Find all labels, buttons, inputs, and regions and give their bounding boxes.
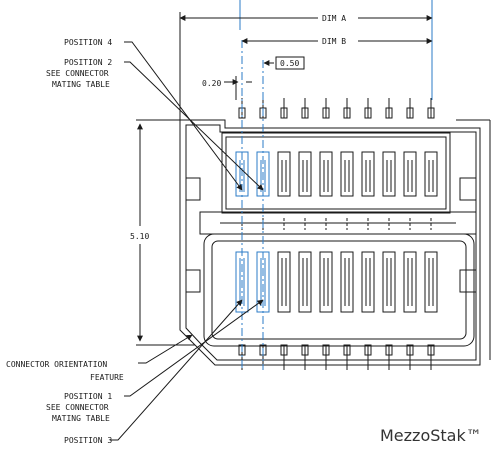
top-pin-pad <box>322 107 330 119</box>
upper-contact <box>340 151 354 197</box>
upper-contact <box>319 151 333 197</box>
leader-position-1 <box>124 299 264 397</box>
top-pin-pad <box>280 107 288 119</box>
orientation-line2: FEATURE <box>90 373 124 382</box>
lower-contact <box>298 251 312 313</box>
lower-contact <box>382 251 396 313</box>
lower-contact <box>403 251 417 313</box>
upper-contact <box>361 151 375 197</box>
lower-contact <box>424 251 438 313</box>
upper-contact <box>382 151 396 197</box>
upper-contact <box>403 151 417 197</box>
lower-contact <box>277 251 291 313</box>
lower-contact <box>319 251 333 313</box>
bottom-pin-pad <box>406 344 414 356</box>
dimension-lines <box>136 12 433 346</box>
position-1-line1: POSITION 1 <box>64 392 112 401</box>
top-pin-pad <box>343 107 351 119</box>
lower-contact <box>361 251 375 313</box>
bottom-pin-pad <box>385 344 393 356</box>
leader-position-3 <box>110 299 243 441</box>
pitch-small-label: 0.20 <box>202 79 221 88</box>
leader-orientation <box>138 334 193 364</box>
leader-position-4 <box>124 41 243 191</box>
pitch-boxed-frame <box>275 56 305 70</box>
upper-contact <box>298 151 312 197</box>
orientation-line1: CONNECTOR ORIENTATION <box>6 360 107 369</box>
position-2-line1: POSITION 2 <box>64 58 112 67</box>
upper-contact <box>277 151 291 197</box>
bottom-pin-pad <box>427 344 435 356</box>
bottom-pin-pad <box>343 344 351 356</box>
dim-a-label: DIM A <box>322 14 346 23</box>
top-pin-pad <box>427 107 435 119</box>
upper-contact <box>424 151 438 197</box>
pitch-boxed-label: 0.50 <box>280 59 299 68</box>
position-1-line2: SEE CONNECTOR <box>46 403 109 412</box>
position-1-line3: MATING TABLE <box>52 414 110 423</box>
connector-body <box>179 119 491 366</box>
bottom-pin-pad <box>364 344 372 356</box>
height-label: 5.10 <box>130 232 149 241</box>
bottom-pin-pad <box>280 344 288 356</box>
top-pin-pad <box>364 107 372 119</box>
leader-position-2 <box>124 61 264 191</box>
position-2-line3: MATING TABLE <box>52 80 110 89</box>
contact-row <box>235 0 438 370</box>
position-4-label: POSITION 4 <box>64 38 112 47</box>
position-2-line2: SEE CONNECTOR <box>46 69 109 78</box>
position-3-label: POSITION 3 <box>64 436 112 445</box>
lower-contact <box>340 251 354 313</box>
brand-label: MezzoStak™ <box>380 426 482 445</box>
dim-b-label: DIM B <box>322 37 346 46</box>
bottom-pin-pad <box>322 344 330 356</box>
top-pin-pad <box>406 107 414 119</box>
leader-lines <box>110 41 264 441</box>
top-pin-pad <box>385 107 393 119</box>
bottom-pin-pad <box>301 344 309 356</box>
top-pin-pad <box>301 107 309 119</box>
